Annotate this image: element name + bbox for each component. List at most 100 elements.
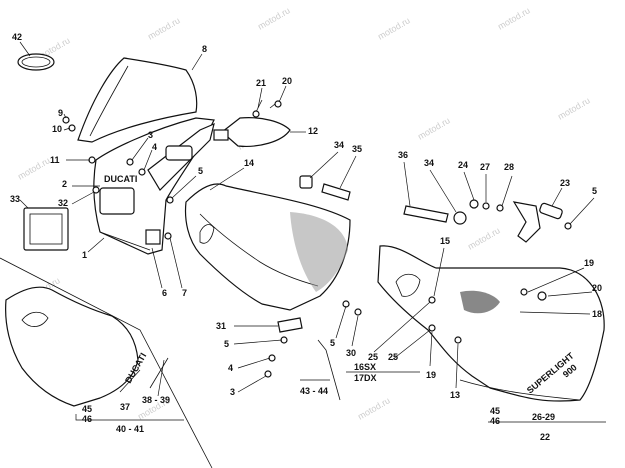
callout-28: 28: [504, 162, 514, 172]
screw-4a: [138, 168, 146, 176]
callout-42: 42: [12, 32, 22, 42]
callout-5a: 5: [198, 166, 203, 176]
callout-5c: 5: [224, 339, 229, 349]
callout-38-39: 38 - 39: [142, 395, 170, 405]
screw-3a: [126, 158, 134, 166]
badge-inner: [21, 56, 51, 68]
side-panel-stipple: [290, 212, 348, 292]
screw-3b: [264, 370, 272, 378]
clip-28: [496, 204, 504, 212]
frame-part: [23, 207, 69, 251]
screw-9: [62, 116, 70, 124]
leader-lines: [19, 41, 595, 397]
callout-46a: 46: [82, 414, 92, 424]
watermark-text: motod.ru: [376, 15, 412, 41]
callout-26-29: 26-29: [532, 412, 555, 422]
rod-36: [403, 205, 449, 223]
fastener-19a: [520, 288, 528, 296]
watermark-text: motod.ru: [16, 155, 52, 181]
callout-4b: 4: [228, 363, 233, 373]
callout-16sx: 16SX: [354, 362, 376, 372]
ducati-small-decal: DUCATI: [104, 174, 137, 184]
bracket-31: [277, 317, 303, 333]
mirror-part: [221, 117, 291, 147]
right-fairing-vent-grille: [460, 290, 500, 314]
right-lower-fairing-part: [377, 245, 605, 402]
side-panel-inner-edge: [199, 213, 319, 287]
callout-3a: 3: [148, 130, 153, 140]
callout-15: 15: [440, 236, 450, 246]
watermark-text: motod.ru: [466, 225, 502, 251]
callout-19a: 19: [584, 258, 594, 268]
callout-33: 33: [10, 194, 20, 204]
callout-17dx: 17DX: [354, 373, 377, 383]
fastener-20b: [537, 291, 547, 301]
callout-37: 37: [120, 402, 130, 412]
callout-2: 2: [62, 179, 67, 189]
windscreen-part: [77, 57, 198, 143]
callout-20a: 20: [282, 76, 292, 86]
bolt-21-head: [252, 110, 260, 118]
callout-18: 18: [592, 309, 602, 319]
callout-45a: 45: [82, 404, 92, 414]
watermark-text: motod.ru: [256, 5, 292, 31]
callout-9: 9: [58, 108, 63, 118]
callout-46b: 46: [490, 416, 500, 426]
callout-10: 10: [52, 124, 62, 134]
callout-8: 8: [202, 44, 207, 54]
right-fairing-lower-edge: [459, 379, 581, 401]
bolt-20-head: [274, 100, 282, 108]
callout-20b: 20: [592, 283, 602, 293]
callout-12: 12: [308, 126, 318, 136]
screw-32: [92, 186, 100, 194]
callout-labels: 42 8 9 10 11 3 4 21 20 12 2 33 32 5 1 14…: [10, 32, 602, 442]
spacer-34: [299, 175, 313, 189]
group-line-45-46-left: [75, 414, 184, 421]
callout-36: 36: [398, 150, 408, 160]
left-fairing-vent: [21, 311, 49, 327]
sleeve-23: [539, 202, 563, 220]
callout-32: 32: [58, 198, 68, 208]
separator-line-right: [317, 339, 341, 401]
screw-5a: [166, 196, 174, 204]
decal-37-strip: [149, 357, 169, 389]
fastener-13: [454, 336, 462, 344]
fastener-15: [428, 296, 436, 304]
left-lower-fairing-part: [5, 286, 139, 407]
callout-7: 7: [182, 288, 187, 298]
fairing-side-vent: [145, 229, 161, 245]
callout-21: 21: [256, 78, 266, 88]
callout-25a: 25: [368, 352, 378, 362]
callout-34b: 34: [424, 158, 434, 168]
callout-35: 35: [352, 144, 362, 154]
fairing-lower-lip: [99, 231, 151, 251]
callout-34a: 34: [334, 140, 344, 150]
bolt-21: [255, 99, 263, 113]
fastener-19b: [428, 324, 436, 332]
callout-13: 13: [450, 390, 460, 400]
watermark-text: motod.ru: [416, 115, 452, 141]
callout-3b: 3: [230, 387, 235, 397]
frame-inner: [29, 213, 63, 245]
callout-1: 1: [82, 250, 87, 260]
watermark-text: motod.ru: [356, 395, 392, 421]
callout-23: 23: [560, 178, 570, 188]
grommet-30: [354, 308, 362, 316]
rod-35: [321, 183, 351, 201]
right-fairing-vent-outline: [395, 273, 421, 297]
badge-part: [17, 53, 55, 71]
bracket-23: [512, 201, 541, 243]
callout-43-44: 43 - 44: [300, 386, 328, 396]
mirror-stem: [213, 129, 229, 141]
watermark-text: motod.ru: [496, 5, 532, 31]
callout-11: 11: [50, 155, 60, 165]
callout-22: 22: [540, 432, 550, 442]
separator-line-left: [0, 257, 213, 468]
screw-7: [164, 232, 172, 240]
callout-19b: 19: [426, 370, 436, 380]
watermark-text: motod.ru: [146, 15, 182, 41]
watermark-text: motod.ru: [556, 95, 592, 121]
fastener-5b: [564, 222, 572, 230]
callout-45b: 45: [490, 406, 500, 416]
